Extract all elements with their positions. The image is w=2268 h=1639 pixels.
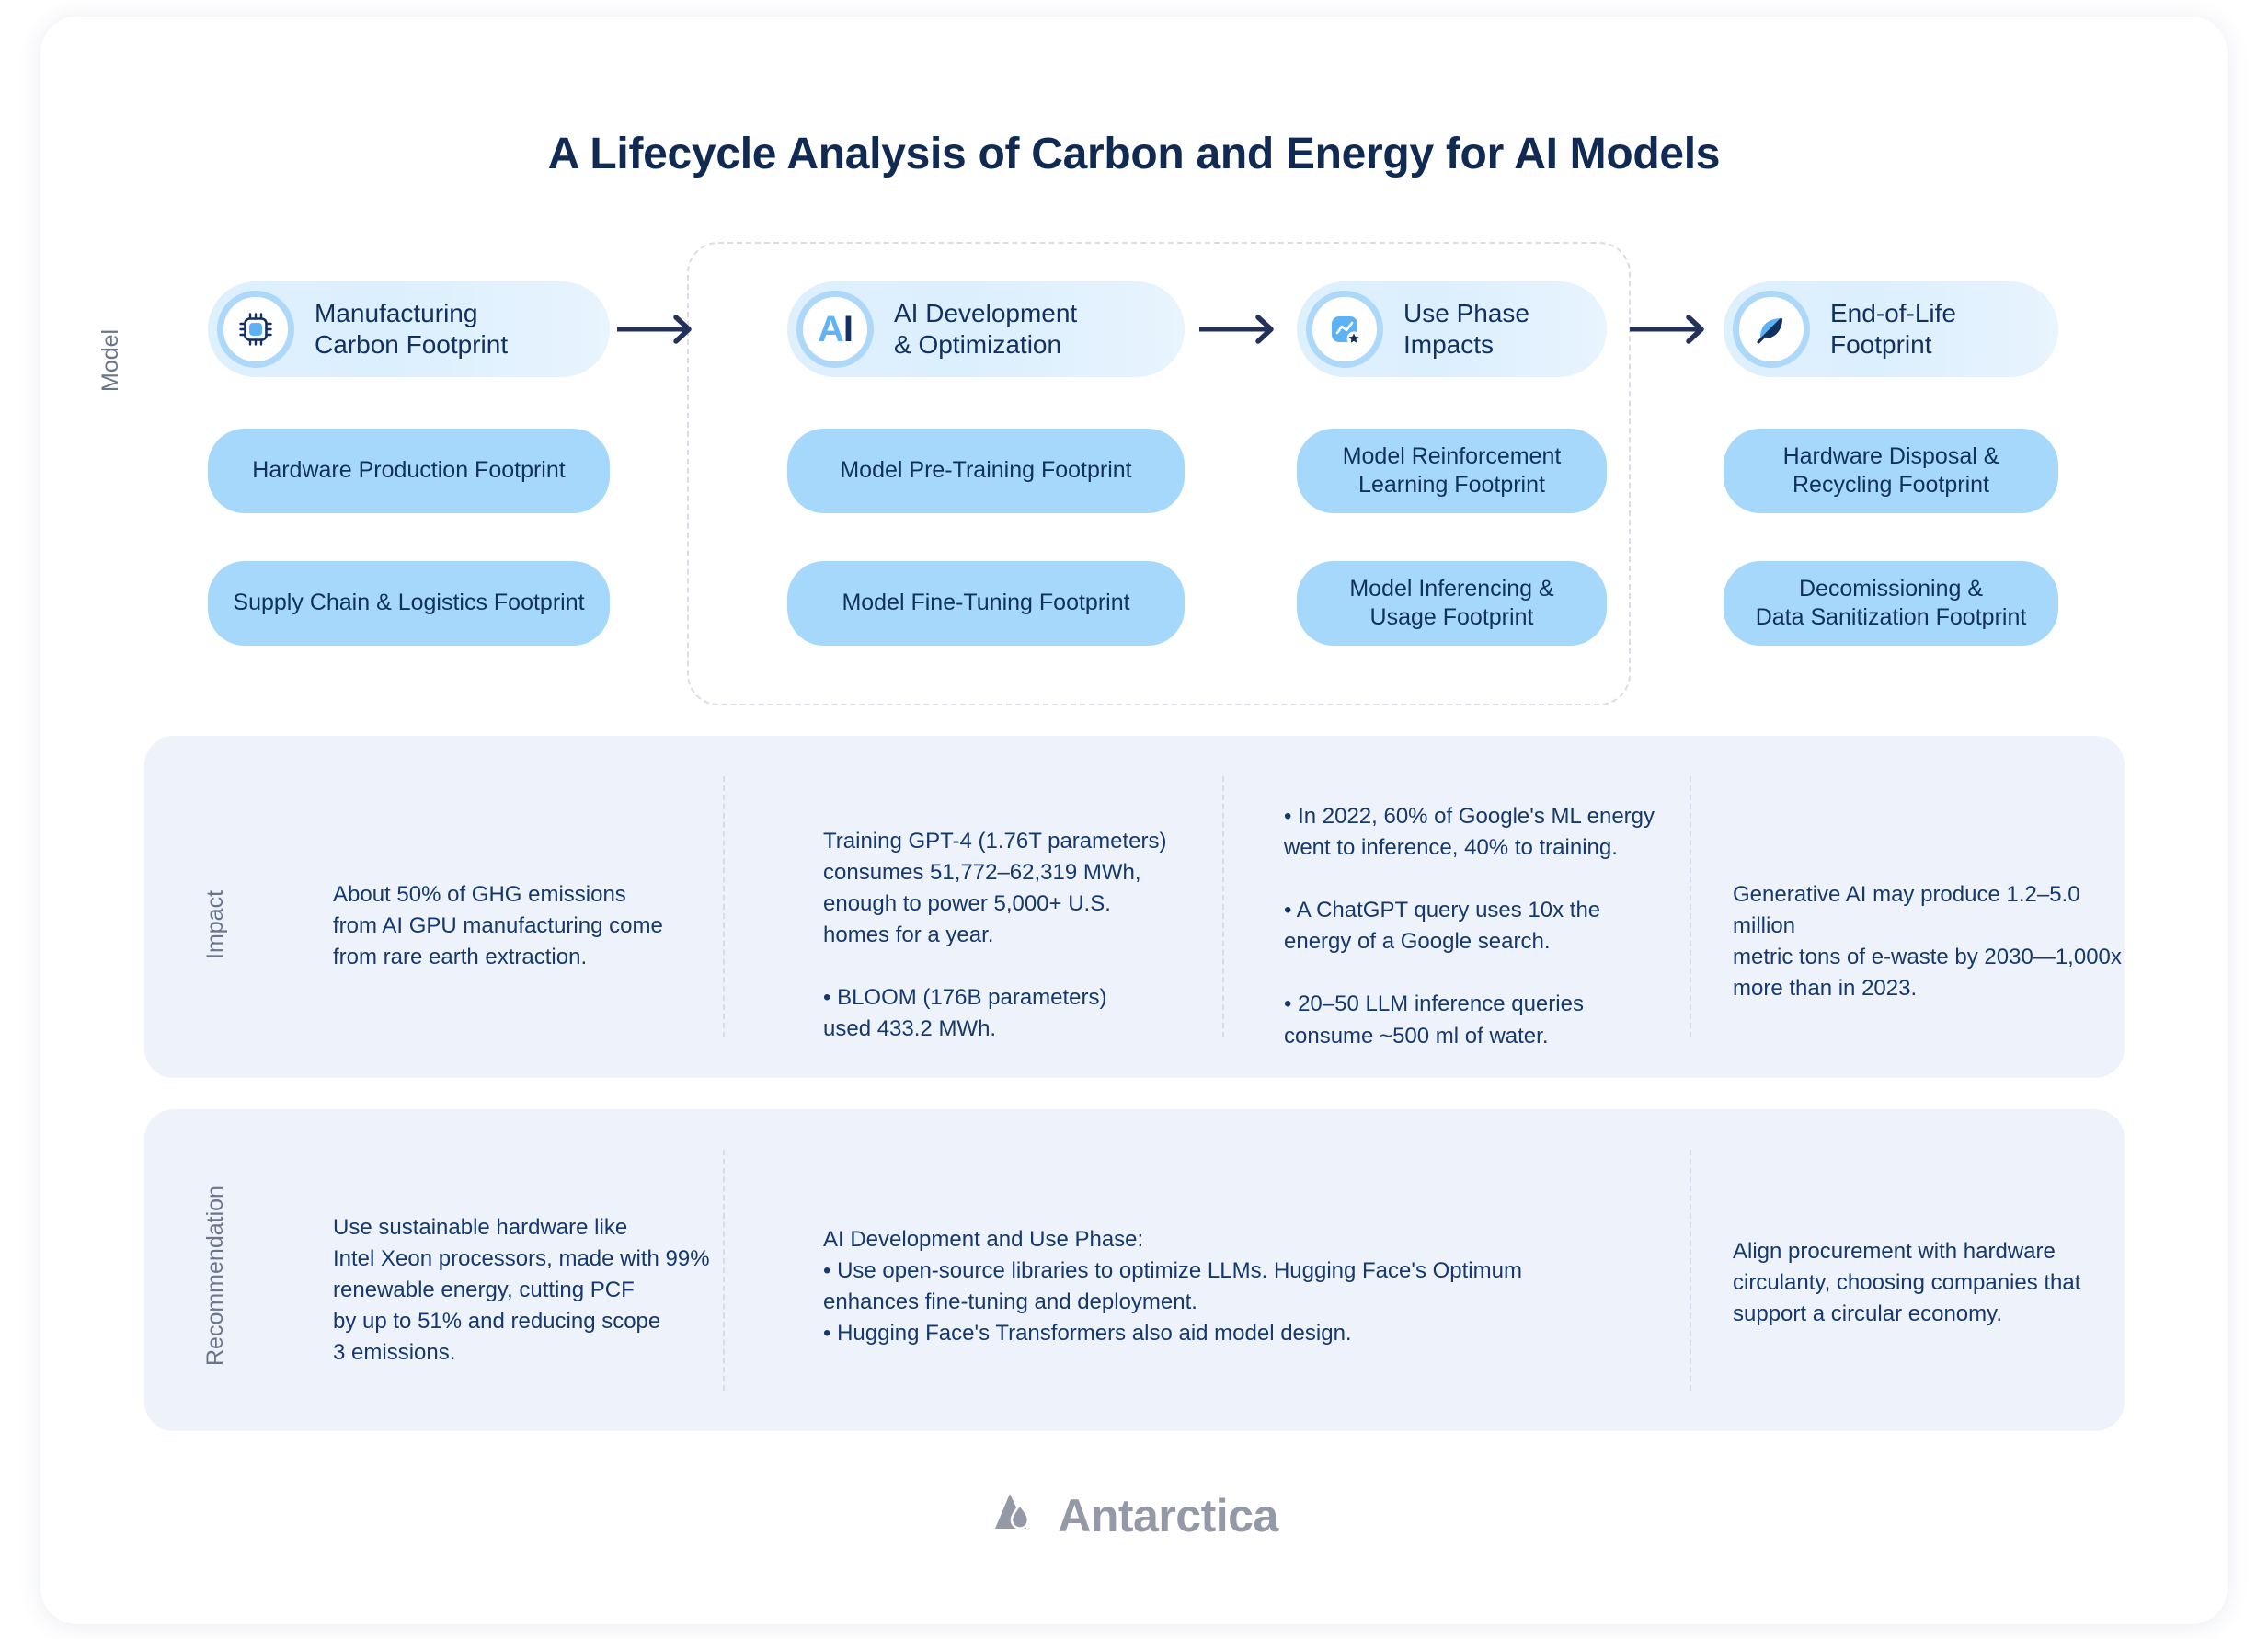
ai-icon-letter-a: A [817, 308, 844, 350]
recommendation-divider-2 [1690, 1150, 1691, 1391]
ai-lifecycle-dashed-container [687, 242, 1631, 705]
stage-label: Use Phase Impacts [1403, 298, 1529, 359]
recommendation-cell-ai-development-use-phase: AI Development and Use Phase: • Use open… [823, 1227, 1522, 1347]
row-label-recommendation: Recommendation [202, 1186, 228, 1366]
pill-model-inferencing-usage[interactable]: Model Inferencing & Usage Footprint [1297, 561, 1607, 646]
row-label-model: Model [97, 328, 123, 392]
pill-model-fine-tuning[interactable]: Model Fine-Tuning Footprint [787, 561, 1185, 646]
leaf-eco-icon [1733, 291, 1810, 368]
pill-hardware-disposal-recycling[interactable]: Hardware Disposal & Recycling Footprint [1724, 429, 2058, 513]
stage-label: Manufacturing Carbon Footprint [315, 298, 509, 359]
ai-text-icon: AI [796, 291, 874, 368]
arrow-icon-3 [1628, 314, 1712, 345]
pill-supply-chain-logistics[interactable]: Supply Chain & Logistics Footprint [208, 561, 610, 646]
row-label-impact: Impact [202, 889, 228, 959]
stage-end-of-life[interactable]: End-of-Life Footprint [1724, 281, 2058, 377]
cpu-chip-icon [217, 291, 294, 368]
pill-model-pre-training[interactable]: Model Pre-Training Footprint [787, 429, 1185, 513]
arrow-icon-1 [615, 314, 700, 345]
impact-cell-use-phase: • In 2022, 60% of Google's ML energy wen… [1284, 804, 1655, 1049]
recommendation-panel [144, 1109, 2125, 1431]
ai-icon-letter-i: I [842, 308, 853, 350]
page-title: A Lifecycle Analysis of Carbon and Energ… [547, 130, 1721, 178]
impact-cell-ai-development: Training GPT-4 (1.76T parameters) consum… [823, 829, 1167, 1042]
recommendation-divider-1 [723, 1150, 725, 1391]
impact-panel [144, 736, 2125, 1078]
recommendation-cell-manufacturing: Use sustainable hardware like Intel Xeon… [333, 1215, 710, 1366]
stage-manufacturing[interactable]: Manufacturing Carbon Footprint [208, 281, 610, 377]
impact-divider-1 [723, 776, 725, 1037]
impact-cell-manufacturing: About 50% of GHG emissions from AI GPU m… [333, 882, 663, 970]
chart-star-icon [1306, 291, 1383, 368]
stage-label: AI Development & Optimization [894, 298, 1078, 359]
pill-decommissioning-data-sanitization[interactable]: Decomissioning & Data Sanitization Footp… [1724, 561, 2058, 646]
impact-divider-2 [1222, 776, 1224, 1037]
infographic-canvas: A Lifecycle Analysis of Carbon and Energ… [40, 17, 2228, 1624]
stage-use-phase[interactable]: Use Phase Impacts [1297, 281, 1607, 377]
stage-ai-development[interactable]: AI AI Development & Optimization [787, 281, 1185, 377]
pill-model-reinforcement-learning[interactable]: Model Reinforcement Learning Footprint [1297, 429, 1607, 513]
pill-hardware-production[interactable]: Hardware Production Footprint [208, 429, 610, 513]
arrow-icon-2 [1197, 314, 1282, 345]
brand-name: Antarctica [1058, 1489, 1278, 1542]
impact-divider-3 [1690, 776, 1691, 1037]
impact-cell-end-of-life: Generative AI may produce 1.2–5.0 millio… [1733, 882, 2122, 1002]
footer-logo: Antarctica [40, 1486, 2228, 1544]
stage-label: End-of-Life Footprint [1830, 298, 1956, 359]
recommendation-cell-end-of-life: Align procurement with hardware circulan… [1733, 1239, 2081, 1327]
antarctica-mountain-droplet-icon [990, 1486, 1043, 1544]
